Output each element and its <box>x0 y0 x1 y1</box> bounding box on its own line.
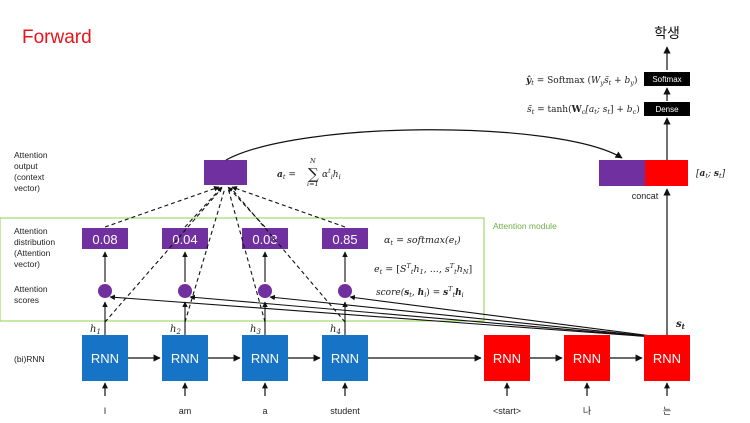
attention-module-label: Attention module <box>493 221 557 231</box>
encoder-rnn-label-2: RNN <box>171 351 199 366</box>
score-dot-3 <box>258 284 272 298</box>
encoder-rnn-label-4: RNN <box>331 351 359 366</box>
svg-text:vector): vector) <box>14 259 40 269</box>
svg-text:(context: (context <box>14 172 45 182</box>
svg-text:h4: h4 <box>330 324 341 336</box>
weighted-sum-dashes <box>104 186 346 323</box>
softmax-box <box>644 72 690 86</box>
score-connections <box>109 294 668 339</box>
attention-distribution-boxes: 0.08 0.04 0.03 0.85 <box>82 228 368 249</box>
decoder-input-3: 는 <box>663 406 671 416</box>
encoder-rnn-label-3: RNN <box>251 351 279 366</box>
input-word-2: am <box>179 406 192 416</box>
attention-value-1: 0.08 <box>92 232 117 247</box>
encoder-input-words: I am a student <box>104 406 361 416</box>
svg-text:at =: at = <box>277 170 296 181</box>
dense-box <box>644 102 690 116</box>
score-dot-1 <box>98 284 112 298</box>
score-dot-4 <box>338 284 352 298</box>
attention-value-3: 0.03 <box>252 232 277 247</box>
decoder-rnn-cells: RNN RNN RNN <box>484 335 690 381</box>
attention-module-box <box>0 217 485 322</box>
input-word-3: a <box>262 406 267 416</box>
input-word-1: I <box>104 406 107 416</box>
input-word-4: student <box>330 406 360 416</box>
label-attention-scores: Attention scores <box>14 284 48 305</box>
dense-label: Dense <box>655 105 679 114</box>
decoder-state-label: st <box>676 319 686 331</box>
eq-s-tilde: s̃t = tanh(Wc[at; st] + bc) <box>527 104 640 116</box>
svg-text:Attention: Attention <box>14 226 48 236</box>
attention-value-4: 0.85 <box>332 232 357 247</box>
svg-text:output: output <box>14 161 38 171</box>
decoder-rnn-label-1: RNN <box>493 351 521 366</box>
svg-text:h3: h3 <box>250 324 261 336</box>
hidden-to-score-arrows <box>102 301 348 335</box>
label-birnn: (bi)RNN <box>14 354 45 364</box>
decoder-rnn-label-2: RNN <box>573 351 601 366</box>
context-to-concat-arrow <box>225 129 623 161</box>
concat-label: concat <box>632 191 659 201</box>
label-attention-output: Attention output (context vector) <box>14 150 48 193</box>
context-vector-box <box>204 160 247 185</box>
eq-context: at = ∑ N i=1 αtihi <box>277 157 341 188</box>
svg-text:i=1: i=1 <box>307 180 319 188</box>
decoder-input-words: <start> 나 는 <box>493 406 671 416</box>
svg-text:αtihi: αtihi <box>322 167 341 181</box>
svg-text:distribution: distribution <box>14 237 55 247</box>
svg-text:h1: h1 <box>90 324 101 336</box>
decoder-rnn-label-3: RNN <box>653 351 681 366</box>
attention-score-dots <box>98 284 352 298</box>
input-arrows <box>102 382 670 396</box>
svg-text:h2: h2 <box>170 324 181 336</box>
label-attention-distribution: Attention distribution (Attention vector… <box>14 226 55 269</box>
svg-text:scores: scores <box>14 295 39 305</box>
eq-alpha: αt = softmax(et) <box>384 235 461 247</box>
decoder-input-1: <start> <box>493 406 521 416</box>
encoder-rnn-label-1: RNN <box>91 351 119 366</box>
eq-score: score(st, hi) = sTthi <box>376 285 464 299</box>
svg-text:∑: ∑ <box>308 165 319 183</box>
concat-box <box>599 160 688 186</box>
decoder-input-2: 나 <box>583 406 591 416</box>
score-dot-2 <box>178 284 192 298</box>
svg-text:Attention: Attention <box>14 284 48 294</box>
attention-value-2: 0.04 <box>172 232 197 247</box>
encoder-rnn-cells: RNN RNN RNN RNN <box>82 335 368 381</box>
hidden-labels: h1 h2 h3 h4 <box>90 324 341 336</box>
score-to-dist-arrows <box>102 251 348 282</box>
svg-text:(Attention: (Attention <box>14 248 51 258</box>
svg-text:Attention: Attention <box>14 150 48 160</box>
eq-e: et = [STth1, ..., sTthN] <box>374 262 472 276</box>
svg-text:N: N <box>309 157 316 165</box>
svg-text:vector): vector) <box>14 183 40 193</box>
eq-y-hat: ŷt = Softmax (Wys̃t + by) <box>525 75 637 87</box>
concat-equation: [at; st] <box>696 169 726 180</box>
softmax-label: Softmax <box>652 75 681 84</box>
output-word: 학생 <box>654 26 680 42</box>
slide-title: Forward <box>22 27 92 48</box>
